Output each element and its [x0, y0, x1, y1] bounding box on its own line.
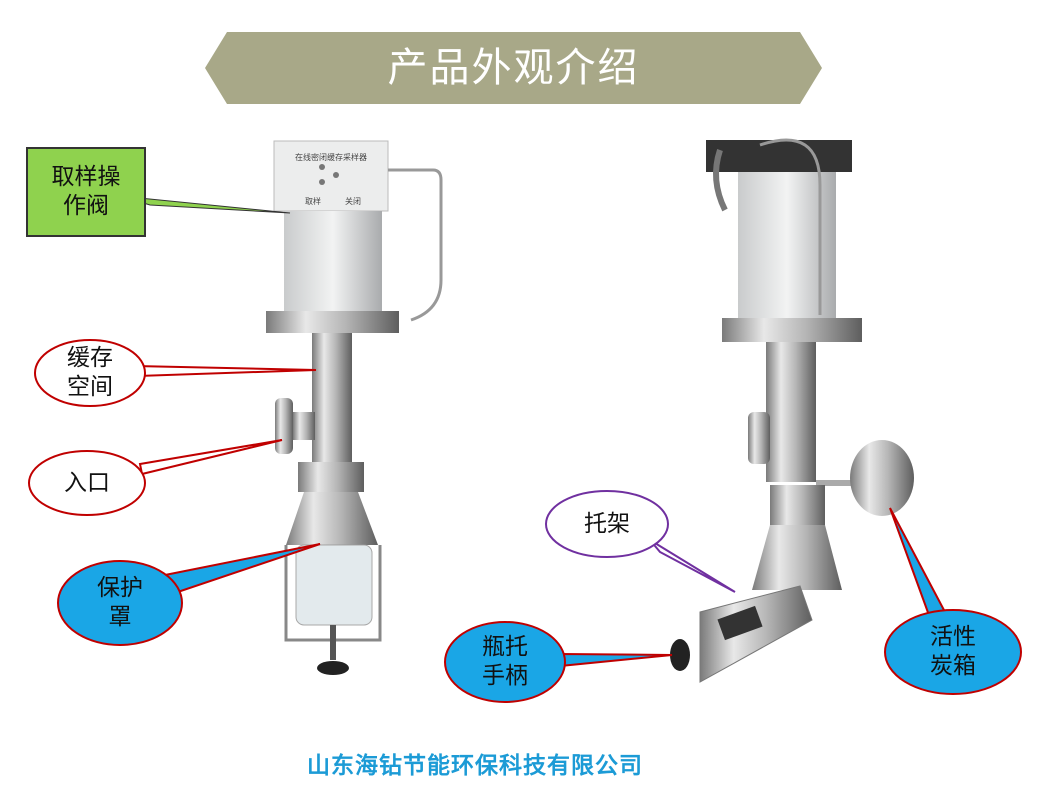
callout-bracket: 托架: [546, 510, 668, 539]
callout-line: 手柄: [482, 663, 528, 689]
callout-line: 活性: [930, 624, 976, 650]
callout-line: 托架: [584, 511, 630, 537]
callout-buffer-space: 缓存 空间: [35, 344, 145, 402]
callout-carbon-box: 活性 炭箱: [885, 623, 1021, 681]
plate-right: 关闭: [345, 196, 361, 206]
callout-protective-cover: 保护 罩: [58, 574, 182, 632]
callout-line: 取样操: [51, 164, 121, 190]
callout-line: 作阀: [63, 193, 109, 219]
callout-line: 入口: [64, 470, 110, 496]
callout-line: 保护: [97, 575, 143, 601]
plate-title: 在线密闭缓存采样器: [295, 152, 367, 162]
callout-sampling-valve: 取样操 作阀: [27, 163, 145, 221]
callout-line: 缓存: [67, 345, 113, 371]
left-device-photo: 在线密闭缓存采样器 取样 关闭: [266, 140, 443, 675]
callout-line: 炭箱: [930, 653, 976, 679]
right-device-photo: [670, 138, 914, 683]
callout-line: 瓶托: [482, 634, 528, 660]
callout-inlet: 入口: [29, 469, 145, 498]
title-banner-shape: [205, 32, 822, 104]
callout-line: 空间: [67, 374, 113, 400]
company-name: 山东海钻节能环保科技有限公司: [307, 753, 643, 779]
page-title: 产品外观介绍: [387, 45, 640, 91]
callout-bottle-handle: 瓶托 手柄: [445, 633, 565, 691]
plate-left: 取样: [305, 196, 321, 206]
callout-line: 罩: [108, 604, 132, 630]
